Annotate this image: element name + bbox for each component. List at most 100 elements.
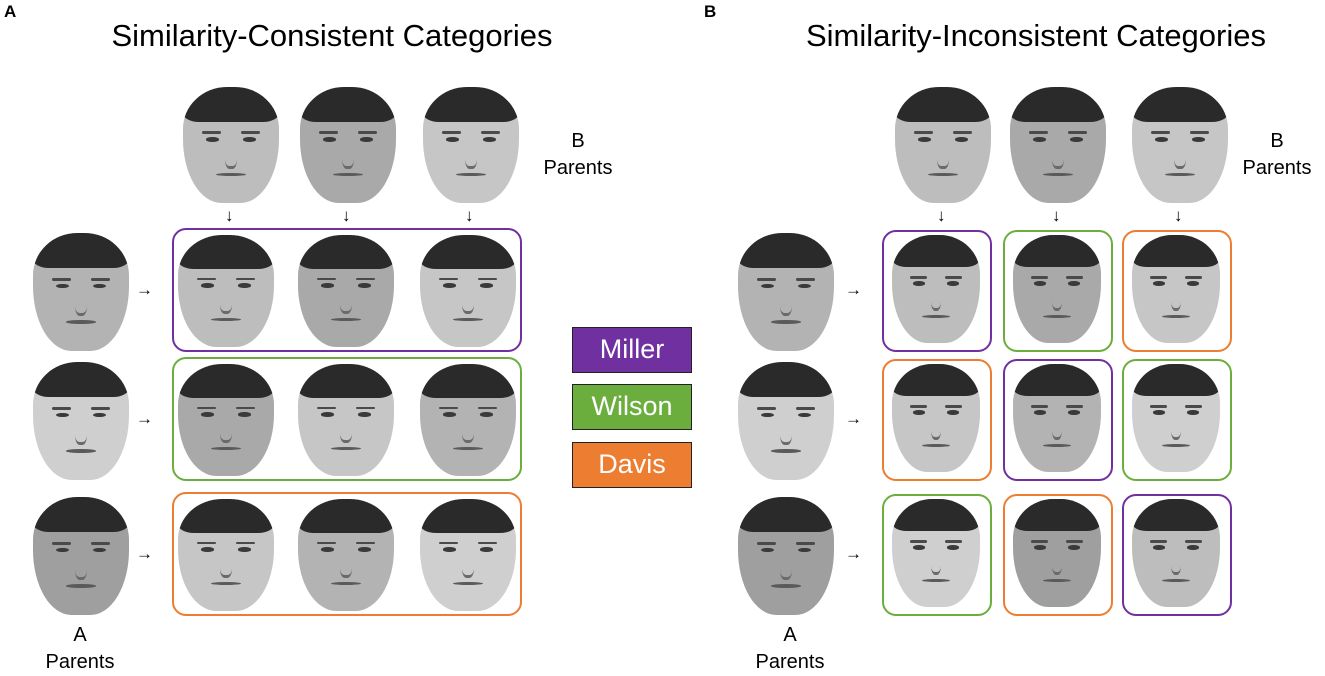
a-parent-face-3 xyxy=(738,497,834,615)
face-brow xyxy=(909,540,928,543)
face-eye xyxy=(1155,136,1169,142)
face-eye xyxy=(1067,410,1080,415)
face-brow xyxy=(944,540,963,543)
face-mouth xyxy=(65,449,97,453)
face-brow xyxy=(1184,540,1203,543)
face-nose xyxy=(1052,145,1064,169)
category-box-wilson xyxy=(172,357,522,481)
face-hair xyxy=(33,362,129,398)
face-eye xyxy=(1186,281,1199,286)
face-brow xyxy=(757,406,777,410)
a-label-parents: Parents xyxy=(755,651,825,673)
face-eye xyxy=(1153,410,1166,415)
face-nose xyxy=(1174,145,1186,169)
legend-miller: Miller xyxy=(572,327,692,373)
face-mouth xyxy=(215,172,247,177)
face-eye xyxy=(479,412,493,417)
face-eye xyxy=(242,136,256,142)
face-eye xyxy=(1034,545,1047,550)
face-nose xyxy=(342,145,354,169)
face-eye xyxy=(92,412,106,418)
face-mouth xyxy=(1042,578,1072,583)
face-mouth xyxy=(921,578,951,583)
face-eye xyxy=(56,283,70,289)
face-eye xyxy=(1186,410,1199,415)
face-brow xyxy=(1184,276,1203,279)
legend-wilson: Wilson xyxy=(572,384,692,430)
face-mouth xyxy=(1042,443,1072,448)
face-mouth xyxy=(1161,443,1191,448)
face-hair xyxy=(895,87,991,122)
face-eye xyxy=(359,136,373,142)
face-eye xyxy=(946,410,959,415)
category-box-davis xyxy=(172,492,522,616)
category-box-wilson xyxy=(882,494,992,616)
face-mouth xyxy=(452,317,484,322)
face-eye xyxy=(357,283,371,288)
face-brow xyxy=(1029,131,1049,134)
face-nose xyxy=(780,292,792,317)
face-brow xyxy=(197,541,217,545)
face-brow xyxy=(795,541,815,545)
face-brow xyxy=(1065,276,1084,279)
a-parent-face-2 xyxy=(738,362,834,480)
face-nose xyxy=(462,291,474,315)
face-eye xyxy=(482,136,496,142)
a-parent-face-1 xyxy=(738,233,834,351)
face-hair xyxy=(892,499,980,532)
panel-b-b-parents-label: B Parents xyxy=(1232,128,1322,182)
panel-a-a-parents-label: A Parents xyxy=(30,622,130,676)
face-eye xyxy=(913,281,926,286)
face-brow xyxy=(1030,276,1049,279)
face-brow xyxy=(795,406,815,410)
face-hair xyxy=(420,364,516,398)
down-arrow-icon: ↓ xyxy=(465,206,474,225)
right-arrow-icon: → xyxy=(845,409,862,428)
face-mouth xyxy=(210,317,242,322)
face-eye xyxy=(443,547,457,552)
face-eye xyxy=(92,547,106,553)
face-eye xyxy=(761,283,775,289)
offspring-face xyxy=(178,235,274,347)
face-mouth xyxy=(770,320,802,324)
face-hair xyxy=(738,362,834,398)
face-brow xyxy=(477,541,497,545)
face-eye xyxy=(946,545,959,550)
face-brow xyxy=(90,277,110,281)
face-brow xyxy=(235,406,255,410)
face-mouth xyxy=(921,443,951,448)
face-hair xyxy=(1132,364,1220,397)
face-hair xyxy=(423,87,519,122)
panel-letter-a: A xyxy=(4,2,17,21)
b-label-parents: Parents xyxy=(1242,157,1312,179)
face-eye xyxy=(1067,545,1080,550)
face-eye xyxy=(321,283,335,288)
face-brow xyxy=(317,277,337,281)
offspring-face xyxy=(892,235,980,343)
face-eye xyxy=(1067,281,1080,286)
face-eye xyxy=(1153,545,1166,550)
offspring-face xyxy=(420,499,516,611)
offspring-face xyxy=(298,364,394,476)
b-label-parents: Parents xyxy=(543,157,613,179)
face-eye xyxy=(1153,281,1166,286)
right-arrow-icon: → xyxy=(845,544,862,563)
face-brow xyxy=(1030,405,1049,408)
face-eye xyxy=(946,281,959,286)
b-label-letter: B xyxy=(1270,130,1284,152)
b-parent-face-3 xyxy=(423,87,519,203)
face-brow xyxy=(317,541,337,545)
face-hair xyxy=(300,87,396,122)
face-brow xyxy=(1184,405,1203,408)
face-brow xyxy=(1065,540,1084,543)
category-box-miller xyxy=(172,228,522,352)
face-brow xyxy=(1030,540,1049,543)
face-brow xyxy=(235,541,255,545)
face-eye xyxy=(92,283,106,289)
right-arrow-icon: → xyxy=(845,280,862,299)
panel-letter-b: B xyxy=(704,2,717,21)
category-box-davis xyxy=(882,359,992,481)
face-nose xyxy=(340,555,352,579)
category-box-wilson xyxy=(1003,230,1113,352)
category-box-wilson xyxy=(1122,359,1232,481)
